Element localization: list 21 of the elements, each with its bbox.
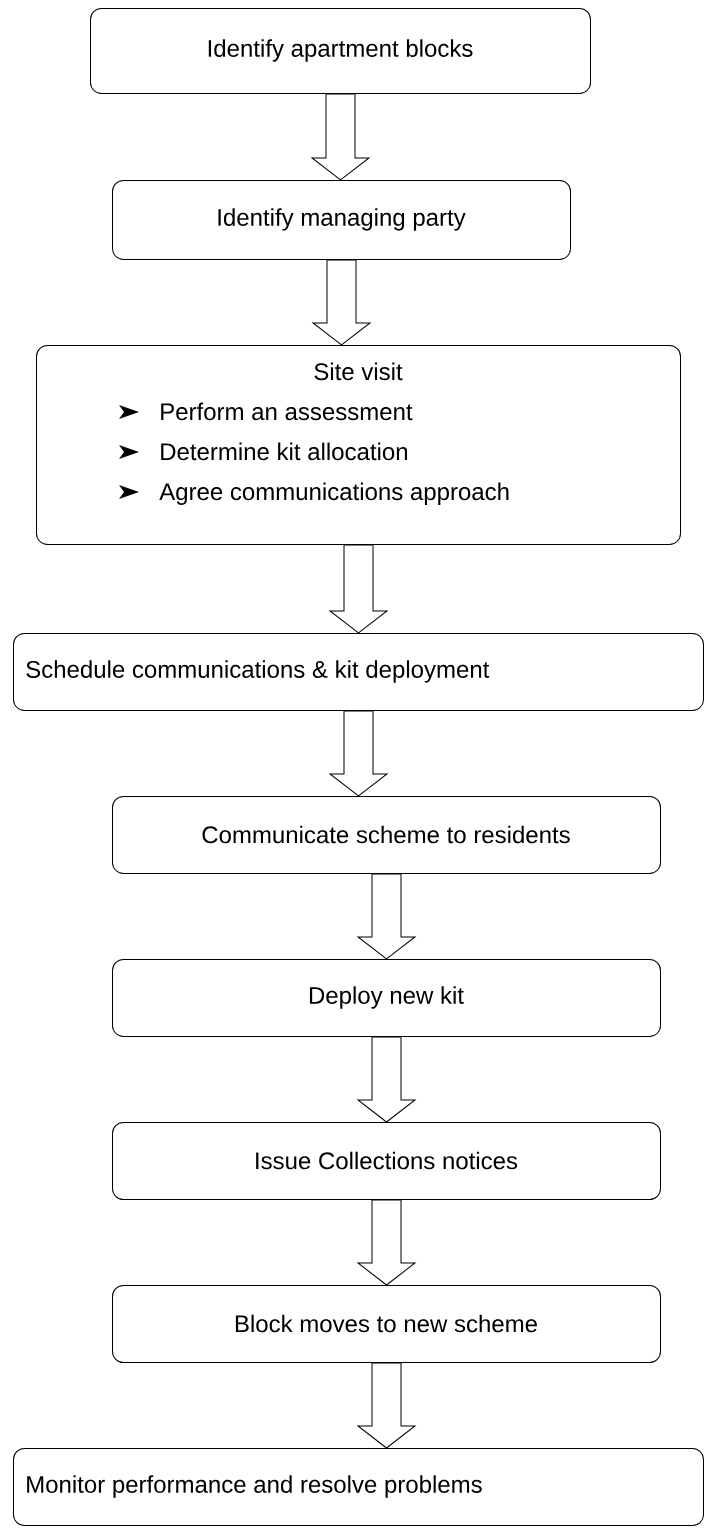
block-arrow [357, 1362, 416, 1449]
list-item: Agree communications approach [119, 482, 509, 505]
list-item: Determine kit allocation [119, 442, 408, 461]
block-arrow [357, 1199, 416, 1286]
process-box: Schedule communications & kit deployment [13, 633, 704, 711]
process-box: Block moves to new scheme [112, 1285, 661, 1363]
block-arrow [329, 710, 388, 797]
block-arrow [312, 259, 371, 346]
process-box: Communicate scheme to residents [112, 796, 661, 874]
block-arrow [357, 873, 416, 960]
process-box: Monitor performance and resolve problems [13, 1448, 704, 1526]
process-box: Deploy new kit [112, 959, 661, 1037]
process-box: Identify managing party [112, 180, 571, 260]
block-arrow [329, 544, 388, 634]
list-item: Perform an assessment [119, 402, 413, 421]
process-box [36, 345, 681, 545]
block-arrow [357, 1036, 416, 1123]
process-box: Issue Collections notices [112, 1122, 661, 1200]
process-box: Identify apartment blocks [90, 8, 591, 94]
block-arrow [311, 93, 370, 181]
step-heading: Site visit [314, 362, 403, 381]
